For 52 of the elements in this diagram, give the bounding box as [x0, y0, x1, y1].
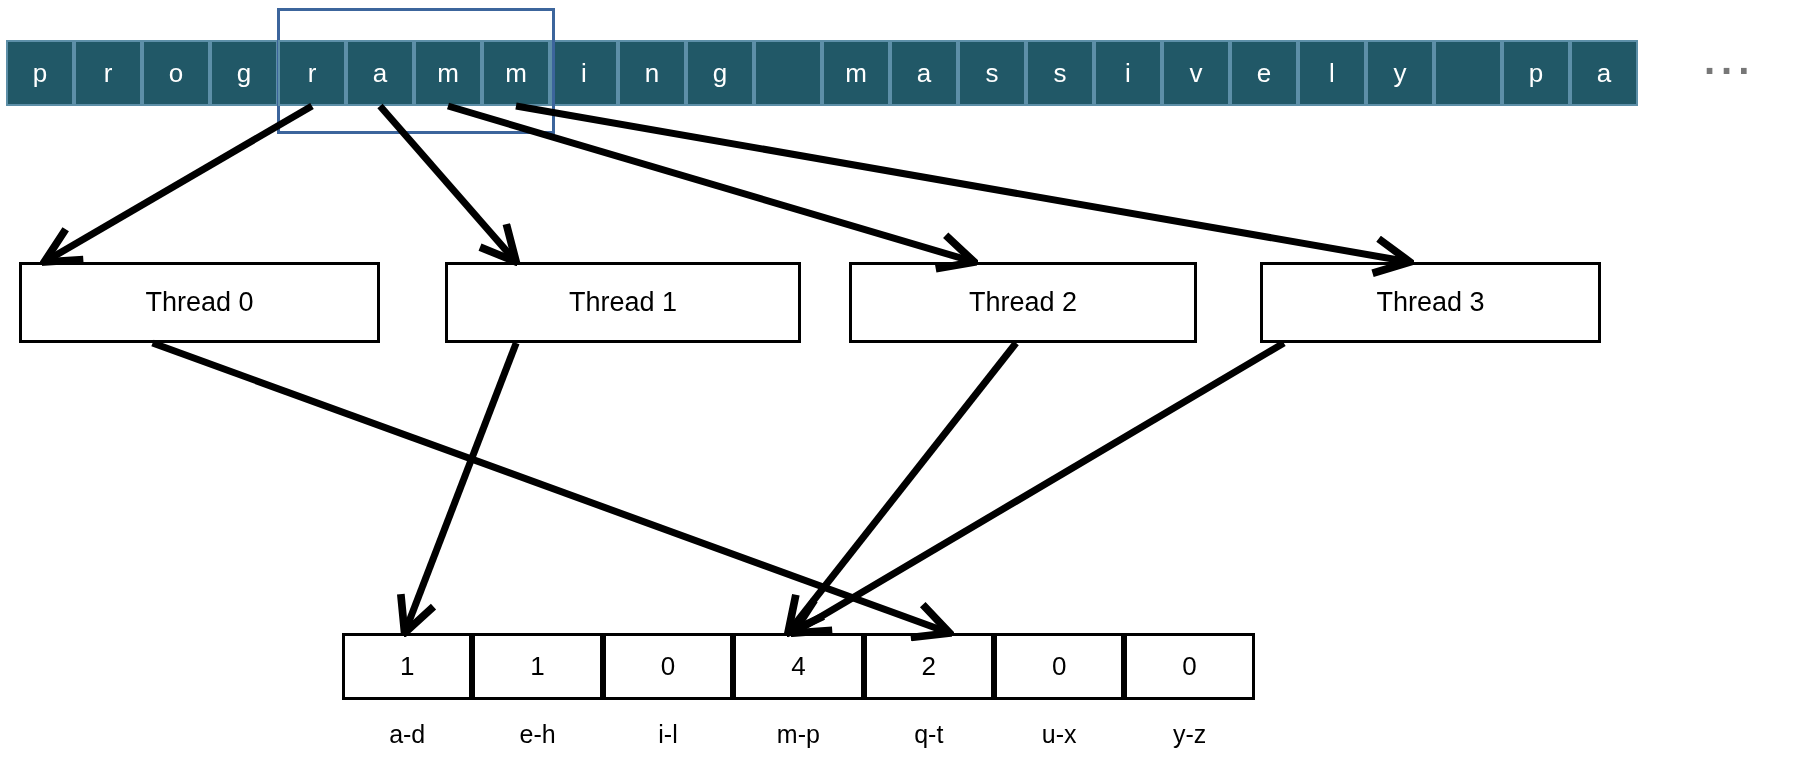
character-cell: p — [6, 40, 74, 106]
character-cell: g — [686, 40, 754, 106]
character-cell: r — [74, 40, 142, 106]
character-cell: o — [142, 40, 210, 106]
bin-label: e-h — [518, 722, 557, 747]
selection-window — [277, 8, 555, 134]
arrow — [789, 340, 1286, 637]
thread-box: Thread 2 — [849, 262, 1197, 343]
thread-box: Thread 3 — [1260, 262, 1601, 343]
character-cell: i — [550, 40, 618, 106]
character-cell: m — [482, 40, 550, 106]
thread-box: Thread 0 — [19, 262, 380, 343]
arrow — [515, 102, 1414, 278]
character-cell: a — [346, 40, 414, 106]
character-cell: p — [1502, 40, 1570, 106]
character-cell: m — [414, 40, 482, 106]
arrow — [377, 103, 521, 266]
arrow — [397, 341, 520, 637]
character-cell: n — [618, 40, 686, 106]
character-cell — [754, 40, 822, 106]
character-cell: v — [1162, 40, 1230, 106]
arrow — [40, 102, 314, 266]
character-cell: a — [1570, 40, 1638, 106]
histogram-bin: 0 — [602, 633, 734, 700]
arrow — [784, 340, 1019, 637]
character-cell: y — [1366, 40, 1434, 106]
histogram-bin: 1 — [342, 633, 473, 700]
histogram-bin: 0 — [1124, 633, 1255, 700]
bin-label: m-p — [775, 722, 821, 747]
character-cell: g — [210, 40, 278, 106]
character-cell: m — [822, 40, 890, 106]
character-cell: l — [1298, 40, 1366, 106]
histogram-bin: 1 — [472, 633, 603, 700]
bin-label: y-z — [1171, 722, 1208, 747]
character-cell: a — [890, 40, 958, 106]
histogram-bin: 2 — [863, 633, 994, 700]
histogram-bin: 0 — [994, 633, 1125, 700]
bin-label: u-x — [1040, 722, 1078, 747]
character-cell: e — [1230, 40, 1298, 106]
character-cell: i — [1094, 40, 1162, 106]
bin-label: a-d — [388, 722, 427, 747]
character-cell: s — [1026, 40, 1094, 106]
arrow — [151, 339, 954, 642]
character-cell: s — [958, 40, 1026, 106]
ellipsis-mark: ... — [1704, 40, 1756, 80]
character-cell: r — [278, 40, 346, 106]
character-cell — [1434, 40, 1502, 106]
bin-label: q-t — [913, 722, 945, 747]
thread-box: Thread 1 — [445, 262, 801, 343]
bin-label: i-l — [657, 722, 679, 747]
arrow — [447, 102, 979, 273]
histogram-bin: 4 — [733, 633, 864, 700]
